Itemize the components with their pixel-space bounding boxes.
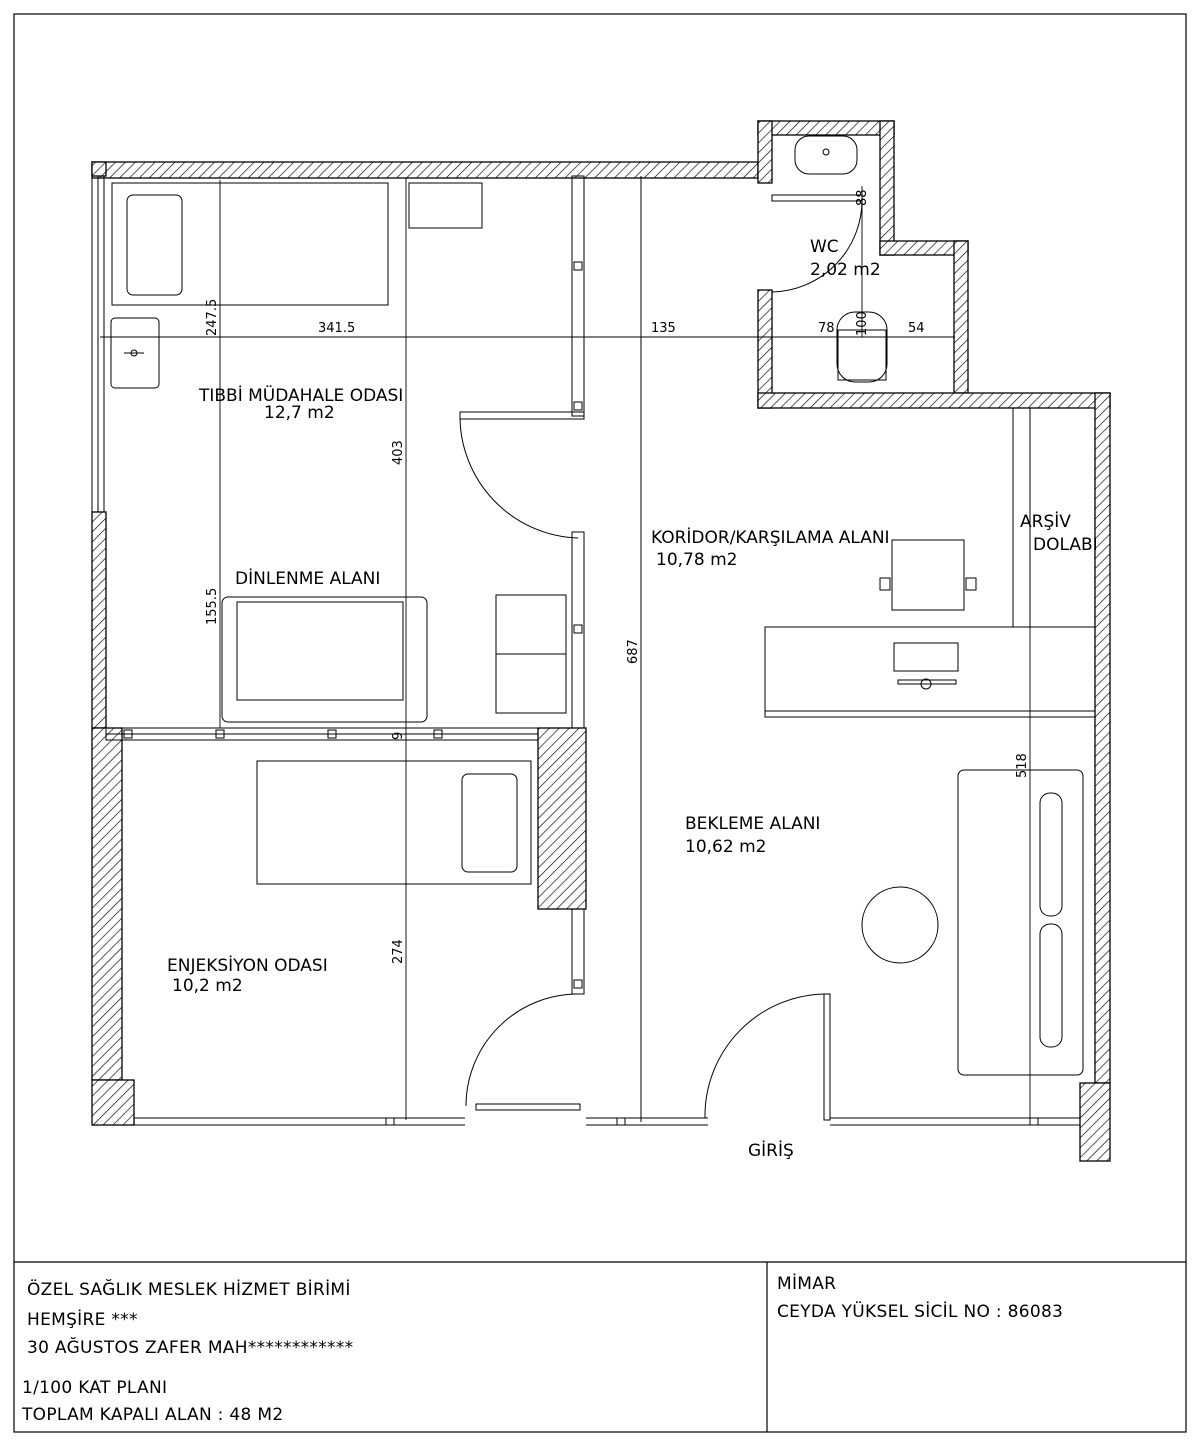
door-enjeksiyon[interactable]	[465, 993, 581, 1111]
sink-tibbi	[110, 317, 160, 389]
dim-88: 88	[855, 189, 870, 206]
scale-label: 1/100 KAT PLANI	[22, 1378, 168, 1398]
total-area: TOPLAM KAPALI ALAN : 48 M2	[22, 1405, 284, 1425]
exterior-walls	[91, 120, 1111, 1162]
interior-partition	[105, 175, 585, 995]
dim-341: 341.5	[318, 321, 355, 336]
reception-desk	[764, 539, 1096, 718]
architect-label: MİMAR	[777, 1274, 837, 1294]
label-arsiv-2: DOLABI	[1033, 535, 1098, 555]
label-koridor: KORİDOR/KARŞILAMA ALANI	[651, 527, 890, 548]
label-arsiv-1: ARŞİV	[1020, 511, 1071, 532]
dim-9: 9	[391, 732, 406, 740]
left-window	[91, 176, 105, 512]
architect-name: CEYDA YÜKSEL SİCİL NO : 86083	[777, 1302, 1064, 1322]
room-labels: TIBBİ MÜDAHALE ODASI 12,7 m2 DİNLENME AL…	[167, 237, 1098, 1161]
dim-687: 687	[626, 639, 641, 664]
title-line-1: ÖZEL SAĞLIK MESLEK HİZMET BİRİMİ	[27, 1280, 351, 1300]
label-wc: WC	[810, 237, 839, 257]
dimension-labels: 341.5 135 78 54 247.5 155.5 403 9 274 68…	[205, 189, 1030, 964]
sheet-border	[13, 13, 1187, 1433]
sofa-dinlenme	[221, 596, 428, 723]
title-block-frame	[14, 1261, 1186, 1432]
koridor-guides	[640, 176, 1031, 1122]
dim-54: 54	[908, 321, 925, 336]
label-tibbi: TIBBİ MÜDAHALE ODASI	[198, 384, 403, 406]
waiting-sofa	[957, 769, 1084, 1076]
dim-78: 78	[818, 321, 835, 336]
title-line-3: 30 AĞUSTOS ZAFER MAH************	[27, 1338, 354, 1358]
label-giris: GİRİŞ	[748, 1140, 794, 1161]
label-bekleme: BEKLEME ALANI	[685, 814, 820, 834]
door-tibbi[interactable]	[459, 411, 585, 539]
dim-274: 274	[391, 939, 406, 964]
dim-135: 135	[651, 321, 676, 336]
round-table	[861, 886, 939, 964]
cabinet	[408, 182, 483, 229]
archive-cabinet	[1012, 407, 1096, 628]
area-enjeksiyon: 10,2 m2	[172, 976, 243, 996]
side-cabinet	[495, 594, 567, 714]
injection-bed	[256, 760, 532, 885]
area-wc: 2,02 m2	[810, 260, 881, 280]
dim-155: 155.5	[205, 588, 220, 625]
dim-403: 403	[391, 440, 406, 465]
dimension-lines	[100, 178, 1031, 1120]
label-dinlenme: DİNLENME ALANI	[235, 568, 380, 589]
dim-518: 518	[1015, 753, 1030, 778]
entrance-door[interactable]	[704, 993, 831, 1121]
dim-247: 247.5	[205, 299, 220, 336]
label-enjeksiyon: ENJEKSİYON ODASI	[167, 955, 328, 976]
dim-100: 100	[855, 311, 870, 336]
area-tibbi: 12,7 m2	[264, 403, 335, 423]
treatment-bed	[111, 182, 389, 306]
area-bekleme: 10,62 m2	[685, 837, 766, 857]
area-koridor: 10,78 m2	[656, 550, 737, 570]
bottom-wall	[134, 1117, 1080, 1126]
title-line-2: HEMŞİRE ***	[27, 1310, 138, 1330]
